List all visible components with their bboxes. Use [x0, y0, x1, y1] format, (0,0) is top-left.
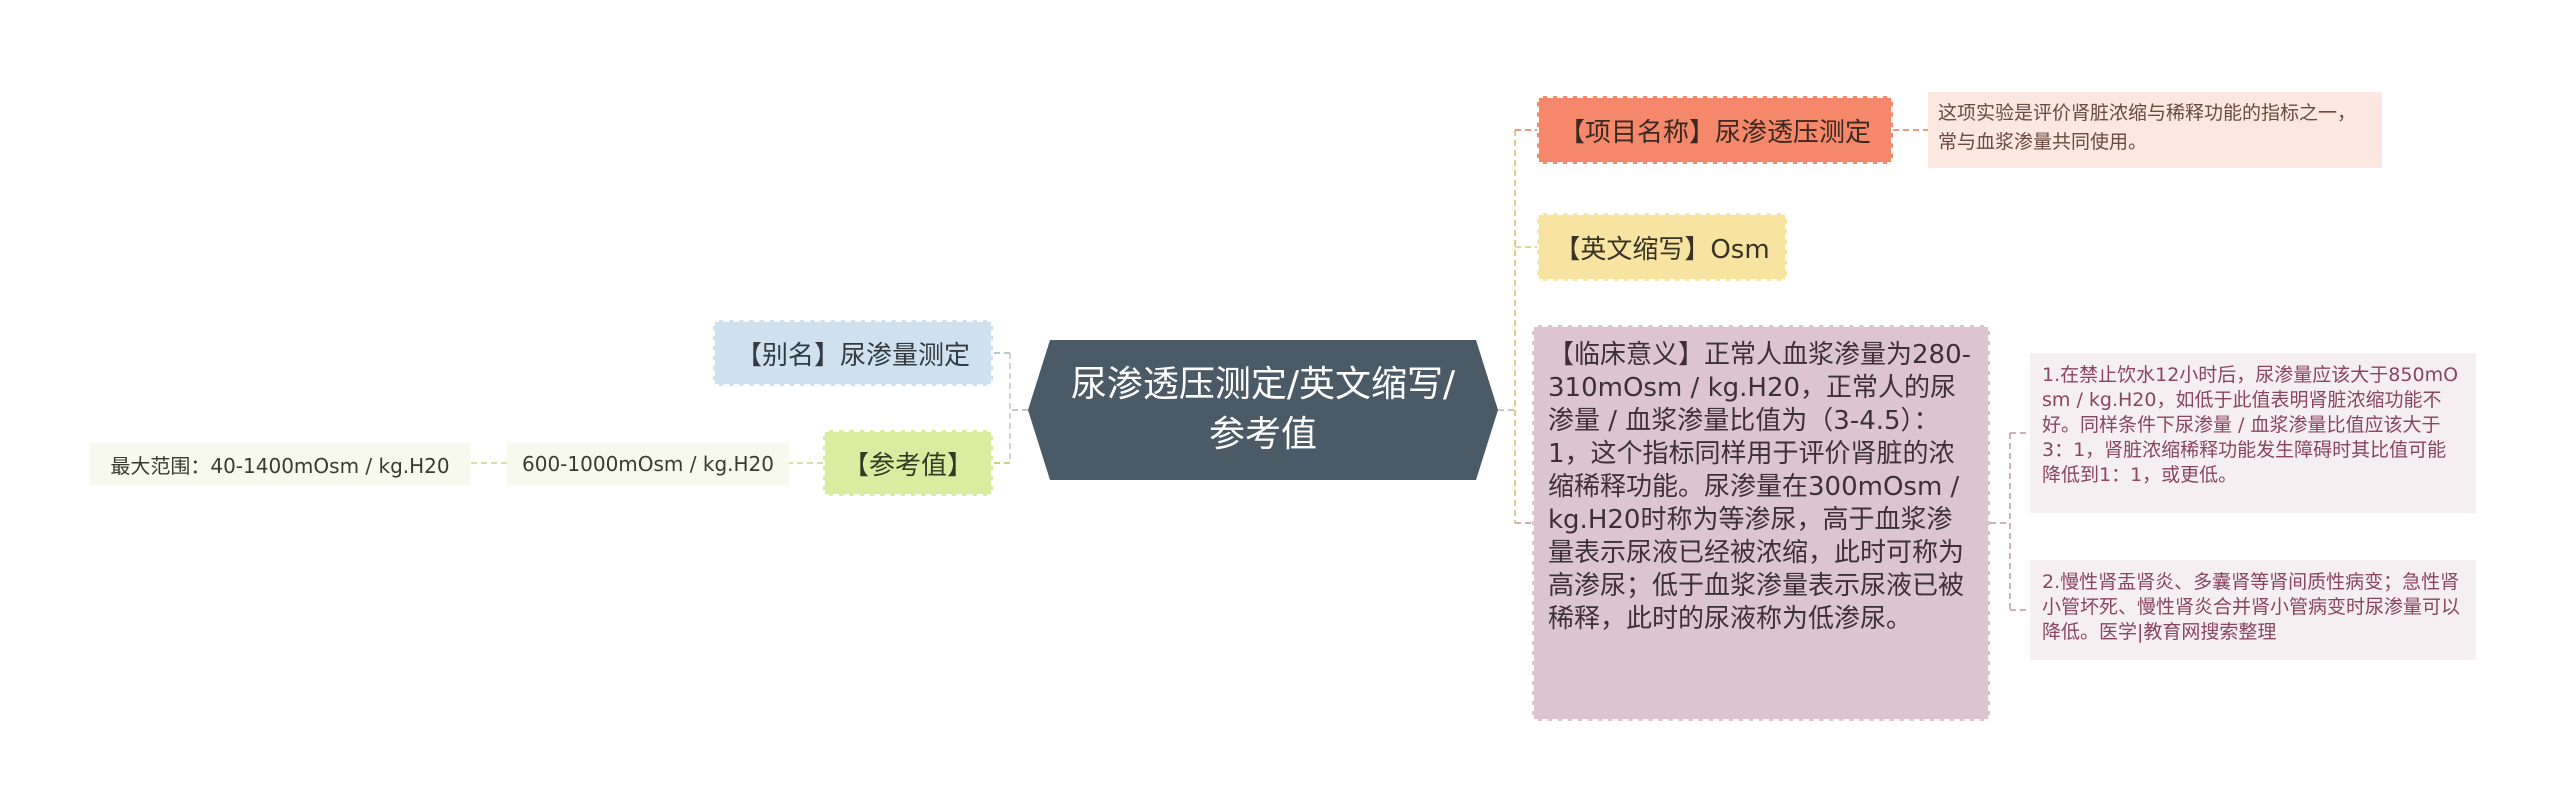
central-topic-shape — [1028, 340, 1498, 480]
node-alias[interactable]: 【别名】尿渗量测定 — [713, 320, 993, 386]
node-clinical-note-2[interactable]: 2.慢性肾盂肾炎、多囊肾等肾间质性病变；急性肾小管坏死、慢性肾炎合并肾小管病变时… — [2030, 560, 2476, 660]
node-reference-value-normal-text: 600-1000mOsm / kg.H20 — [522, 452, 774, 476]
node-alias-label: 【别名】尿渗量测定 — [735, 340, 970, 371]
node-reference-value-normal[interactable]: 600-1000mOsm / kg.H20 — [507, 443, 789, 485]
node-english-abbr[interactable]: 【英文缩写】Osm — [1537, 213, 1787, 281]
node-clinical-note-1-text: 1.在禁止饮水12小时后，尿渗量应该大于850mOsm / kg.H20，如低于… — [2042, 364, 2459, 486]
node-clinical-significance-text: 【临床意义】正常人血浆渗量为280-310mOsm / kg.H20，正常人的尿… — [1548, 340, 1972, 634]
node-project-name-label: 【项目名称】尿渗透压测定 — [1558, 117, 1871, 148]
node-project-name-note[interactable]: 这项实验是评价肾脏浓缩与稀释功能的指标之一，常与血浆渗量共同使用。 — [1928, 92, 2382, 168]
node-reference-value[interactable]: 【参考值】 — [823, 430, 993, 496]
node-reference-value-label: 【参考值】 — [842, 450, 973, 481]
node-project-name-note-text: 这项实验是评价肾脏浓缩与稀释功能的指标之一，常与血浆渗量共同使用。 — [1938, 102, 2357, 153]
node-english-abbr-label: 【英文缩写】Osm — [1554, 234, 1770, 265]
node-reference-value-range-text: 最大范围：40-1400mOsm / kg.H20 — [110, 453, 450, 478]
node-reference-value-range[interactable]: 最大范围：40-1400mOsm / kg.H20 — [90, 443, 470, 485]
node-clinical-note-1[interactable]: 1.在禁止饮水12小时后，尿渗量应该大于850mOsm / kg.H20，如低于… — [2030, 353, 2476, 513]
central-topic[interactable]: 尿渗透压测定/英文缩写/参考值 — [1028, 340, 1498, 480]
node-clinical-note-2-text: 2.慢性肾盂肾炎、多囊肾等肾间质性病变；急性肾小管坏死、慢性肾炎合并肾小管病变时… — [2042, 571, 2461, 643]
node-clinical-significance[interactable]: 【临床意义】正常人血浆渗量为280-310mOsm / kg.H20，正常人的尿… — [1532, 325, 1990, 721]
central-topic-title: 尿渗透压测定/英文缩写/参考值 — [1070, 364, 1456, 455]
node-project-name[interactable]: 【项目名称】尿渗透压测定 — [1537, 96, 1893, 164]
